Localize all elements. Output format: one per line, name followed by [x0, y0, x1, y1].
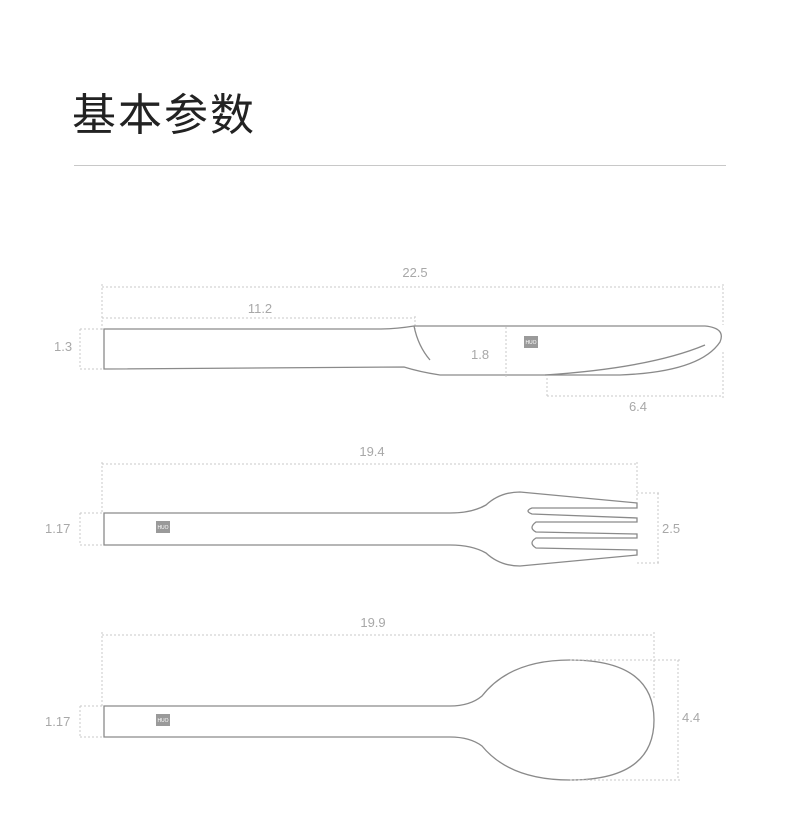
- fork-logo-text: HUO: [157, 525, 168, 531]
- spoon-group: 19.9 1.17 HUO 4.4: [45, 615, 700, 781]
- fork-group: 19.4 1.17 HUO 2.5: [45, 444, 680, 567]
- knife-tip-length-label: 6.4: [629, 399, 647, 414]
- fork-total-length-label: 19.4: [359, 444, 384, 459]
- knife-logo-text: HUO: [525, 340, 536, 346]
- knife-edge-line: [544, 344, 706, 376]
- knife-bolster-line: [413, 325, 431, 361]
- fork-logo-badge: [156, 521, 170, 533]
- fork-width-label: 2.5: [662, 521, 680, 536]
- page-title: 基本参数: [72, 90, 256, 141]
- knife-blade-width-label: 1.8: [471, 347, 489, 362]
- spoon-width-label: 4.4: [682, 710, 700, 725]
- knife-group: 22.5 11.2 1.3 1.8 HUO 6.4: [54, 265, 724, 414]
- spoon-thickness-label: 1.17: [45, 714, 70, 729]
- knife-handle-length-label: 11.2: [248, 301, 272, 316]
- spoon-outline: [103, 659, 655, 781]
- knife-logo-badge: [524, 336, 538, 348]
- knife-total-length-label: 22.5: [402, 265, 427, 280]
- spoon-total-length-label: 19.9: [360, 615, 385, 630]
- spoon-logo-text: HUO: [157, 718, 168, 724]
- title-divider: [74, 165, 726, 166]
- spoon-logo-badge: [156, 714, 170, 726]
- knife-thickness-label: 1.3: [54, 339, 72, 354]
- fork-outline: [103, 491, 638, 567]
- knife-outline: [103, 325, 722, 376]
- fork-thickness-label: 1.17: [45, 521, 70, 536]
